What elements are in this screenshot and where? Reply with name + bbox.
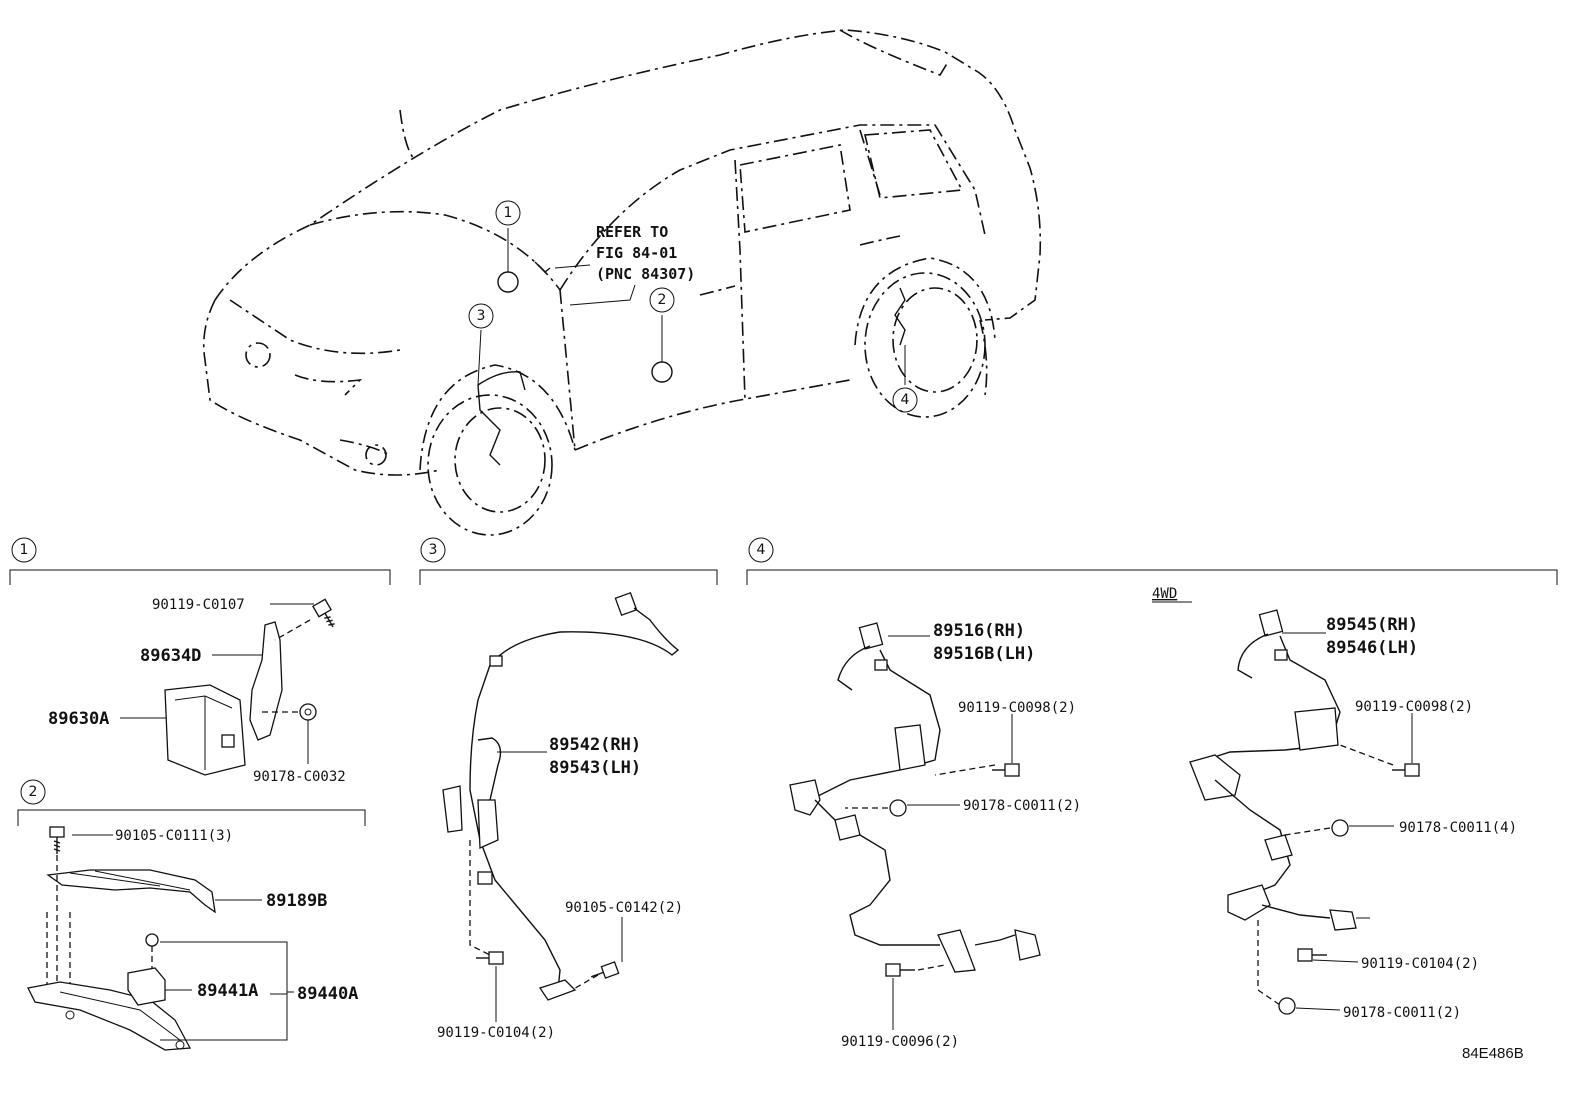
svg-text:4: 4	[757, 542, 766, 558]
label-90178-C0032: 90178-C0032	[253, 769, 346, 785]
figure-code: 84E486B	[1462, 1045, 1524, 1062]
label-89546-LH: 89546(LH)	[1326, 638, 1418, 658]
section-4-left-parts	[789, 622, 1041, 1030]
label-90119-C0107: 90119-C0107	[152, 597, 245, 613]
section-1-header: 1	[9, 537, 391, 585]
label-90178-C0011-2: 90178-C0011(2)	[1343, 1005, 1461, 1021]
svg-text:1: 1	[504, 205, 513, 221]
section-4-right-parts	[1189, 609, 1420, 1015]
vehicle-outline	[202, 29, 1042, 536]
label-90119-C0098-left: 90119-C0098(2)	[958, 700, 1076, 716]
svg-text:4: 4	[901, 392, 910, 408]
label-89440A: 89440A	[297, 984, 358, 1004]
label-89189B: 89189B	[266, 891, 327, 911]
refer-note-line-1: REFER TO	[596, 223, 668, 241]
refer-note-line-2: FIG 84-01	[596, 244, 677, 262]
svg-text:1: 1	[20, 542, 29, 558]
label-89634D: 89634D	[140, 646, 201, 666]
callout-1-vehicle: 1	[495, 200, 521, 226]
section-2-header: 2	[17, 779, 366, 826]
label-90119-C0098-right: 90119-C0098(2)	[1355, 699, 1473, 715]
svg-text:3: 3	[429, 542, 438, 558]
svg-text:2: 2	[29, 784, 38, 800]
label-90119-C0104-right: 90119-C0104(2)	[1361, 956, 1479, 972]
label-89630A: 89630A	[48, 709, 109, 729]
section-4-header: 4	[746, 537, 1558, 585]
label-90105-C0142: 90105-C0142(2)	[565, 900, 683, 916]
refer-note-line-3: (PNC 84307)	[596, 265, 695, 283]
label-89545-RH: 89545(RH)	[1326, 615, 1418, 635]
label-89516B-LH: 89516B(LH)	[933, 644, 1035, 664]
label-90178-C0011-4: 90178-C0011(4)	[1399, 820, 1517, 836]
callout-4-vehicle: 4	[892, 387, 918, 413]
label-90119-C0104: 90119-C0104(2)	[437, 1025, 555, 1041]
label-89441A: 89441A	[197, 981, 258, 1001]
svg-text:2: 2	[658, 292, 667, 308]
label-89543-LH: 89543(LH)	[549, 758, 641, 778]
label-90105-C0111: 90105-C0111(3)	[115, 828, 233, 844]
section-2-parts	[27, 826, 294, 1051]
label-90119-C0096: 90119-C0096(2)	[841, 1034, 959, 1050]
section-1-parts	[120, 598, 335, 776]
label-89542-RH: 89542(RH)	[549, 735, 641, 755]
label-89516-RH: 89516(RH)	[933, 621, 1025, 641]
label-90178-C0011-left: 90178-C0011(2)	[963, 798, 1081, 814]
svg-text:3: 3	[477, 308, 486, 324]
label-4WD: 4WD	[1152, 586, 1177, 602]
section-3-header: 3	[419, 537, 718, 585]
callout-3-vehicle: 3	[468, 303, 494, 329]
section-3-parts	[442, 591, 680, 1022]
refer-note: REFER TO FIG 84-01 (PNC 84307)	[596, 223, 695, 283]
callout-2-vehicle: 2	[649, 287, 675, 313]
